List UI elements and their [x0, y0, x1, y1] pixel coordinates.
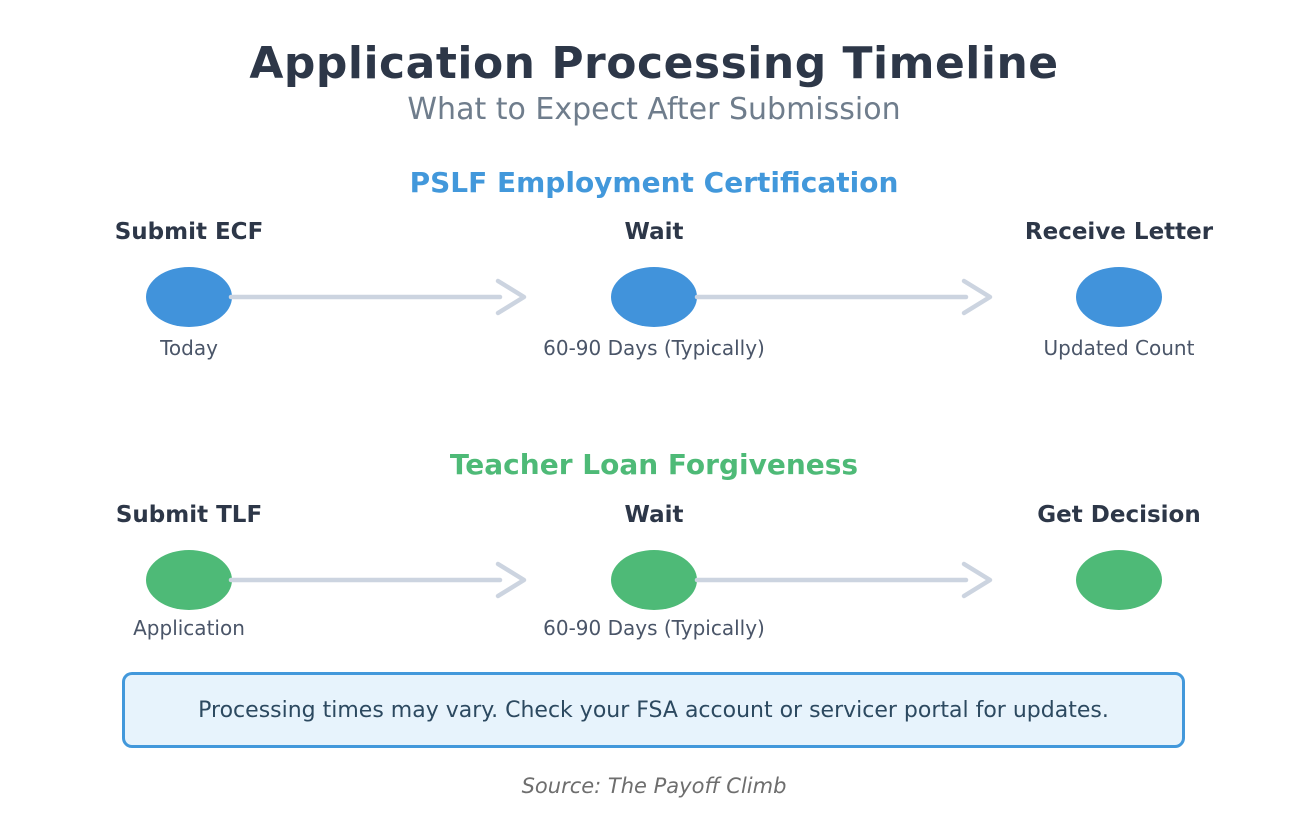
- section-heading-pslf: PSLF Employment Certification: [409, 166, 899, 199]
- step-label-wait-tlf: Wait: [624, 502, 684, 528]
- step-caption-application: Application: [133, 616, 245, 640]
- page-title: Application Processing Timeline: [249, 38, 1059, 89]
- page-subtitle: What to Expect After Submission: [407, 92, 901, 127]
- processing-note-text: Processing times may vary. Check your FS…: [198, 697, 1109, 723]
- step-caption-wait-tlf: 60-90 Days (Typically): [543, 616, 765, 640]
- arrow-right-icon: [228, 278, 527, 316]
- step-label-get-decision: Get Decision: [1037, 502, 1201, 528]
- step-node-submit-tlf: [146, 550, 232, 610]
- arrow-right-icon: [694, 278, 993, 316]
- section-heading-tlf: Teacher Loan Forgiveness: [449, 448, 859, 481]
- source-attribution: Source: The Payoff Climb: [521, 774, 787, 798]
- step-label-wait-pslf: Wait: [624, 219, 684, 245]
- step-node-receive-letter: [1076, 267, 1162, 327]
- step-caption-updated-count: Updated Count: [1043, 336, 1195, 360]
- step-label-submit-ecf: Submit ECF: [114, 219, 264, 245]
- step-node-submit-ecf: [146, 267, 232, 327]
- arrow-right-icon: [694, 561, 993, 599]
- step-caption-wait-pslf: 60-90 Days (Typically): [543, 336, 765, 360]
- step-caption-today: Today: [160, 336, 218, 360]
- processing-note-box: Processing times may vary. Check your FS…: [122, 672, 1185, 748]
- step-node-wait-pslf: [611, 267, 697, 327]
- step-node-get-decision: [1076, 550, 1162, 610]
- step-label-receive-letter: Receive Letter: [1024, 219, 1214, 245]
- step-label-submit-tlf: Submit TLF: [115, 502, 263, 528]
- arrow-right-icon: [228, 561, 527, 599]
- step-node-wait-tlf: [611, 550, 697, 610]
